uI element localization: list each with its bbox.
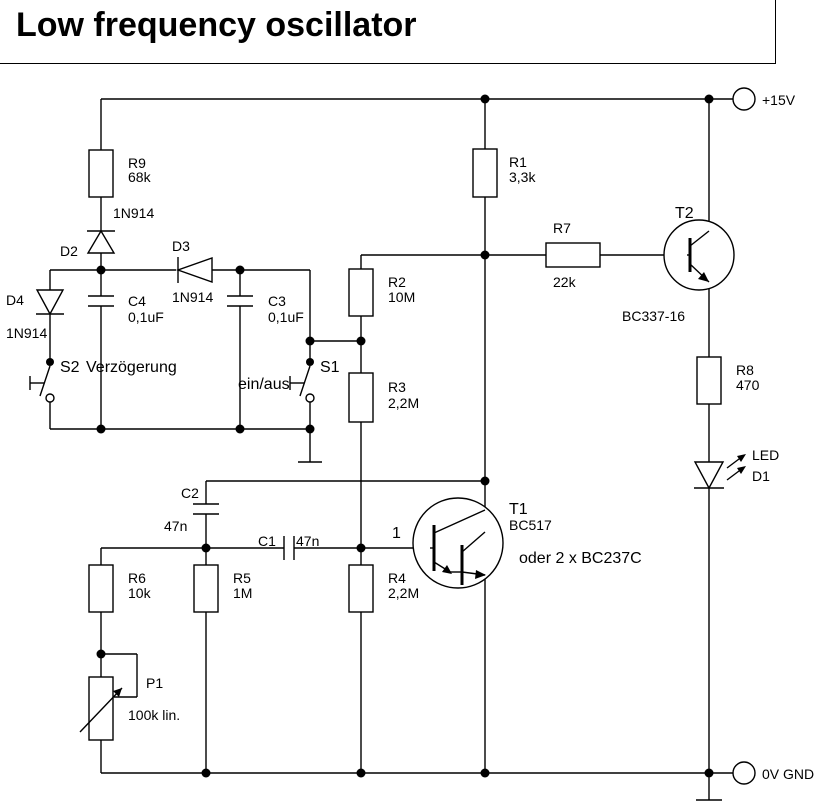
- resistor-r6: R6 10k: [88, 564, 152, 613]
- r3-ref: R3: [388, 379, 406, 395]
- r9-value: 68k: [128, 169, 152, 185]
- t2-type: BC337-16: [622, 308, 685, 324]
- c2-ref: C2: [181, 485, 199, 501]
- junction-dots: [96, 94, 714, 778]
- switch-s2: S2 Verzögerung: [29, 358, 177, 403]
- capacitor-c1: C1 47n: [258, 533, 319, 560]
- c1-value: 47n: [296, 533, 319, 549]
- potentiometer-p1: P1 100k lin.: [79, 675, 180, 741]
- capacitor-c3: C3 0,1uF: [227, 293, 304, 325]
- s1-label: ein/aus: [238, 376, 290, 393]
- s2-label: Verzögerung: [86, 359, 177, 376]
- t1-type: BC517: [509, 517, 552, 533]
- resistor-r3: R3 2,2M: [348, 372, 419, 423]
- led-d1: LED D1: [693, 447, 779, 490]
- r1-value: 3,3k: [509, 169, 536, 185]
- r3-value: 2,2M: [388, 395, 419, 411]
- resistor-r2: R2 10M: [348, 268, 415, 317]
- supply-label: +15V: [762, 92, 796, 108]
- resistor-r1: R1 3,3k: [472, 148, 536, 198]
- r7-ref: R7: [553, 220, 571, 236]
- c3-value: 0,1uF: [268, 309, 304, 325]
- c4-value: 0,1uF: [128, 309, 164, 325]
- c1-ref: C1: [258, 533, 276, 549]
- r6-value: 10k: [128, 585, 152, 601]
- resistor-r7: R7 22k: [545, 220, 601, 290]
- r5-ref: R5: [233, 570, 251, 586]
- r1-ref: R1: [509, 154, 527, 170]
- d4-ref: D4: [6, 292, 24, 308]
- r4-ref: R4: [388, 570, 406, 586]
- t2-ref: T2: [675, 205, 694, 222]
- p1-ref: P1: [146, 675, 163, 691]
- ground-terminal: 0V GND: [732, 761, 814, 785]
- diode-d4: D4 1N914: [6, 289, 65, 341]
- r4-value: 2,2M: [388, 585, 419, 601]
- led-ref: D1: [752, 468, 770, 484]
- t1-ref: T1: [509, 501, 528, 518]
- switch-s1: S1 ein/aus: [238, 358, 340, 403]
- r6-ref: R6: [128, 570, 146, 586]
- resistor-r5: R5 1M: [193, 564, 252, 613]
- supply-terminal: +15V: [732, 87, 796, 111]
- d2-ref: D2: [60, 243, 78, 259]
- r2-value: 10M: [388, 289, 415, 305]
- r8-value: 470: [736, 377, 760, 393]
- d2-type: 1N914: [113, 205, 154, 221]
- t1-alt: oder 2 x BC237C: [519, 550, 642, 567]
- r8-ref: R8: [736, 362, 754, 378]
- d4-type: 1N914: [6, 325, 47, 341]
- s1-ref: S1: [320, 359, 340, 376]
- ground-label: 0V GND: [762, 766, 814, 782]
- r5-value: 1M: [233, 585, 252, 601]
- t1-pin: 1: [392, 525, 401, 542]
- page-title: Low frequency oscillator: [16, 6, 417, 44]
- r2-ref: R2: [388, 274, 406, 290]
- d3-type: 1N914: [172, 289, 213, 305]
- resistor-r8: R8 470: [696, 356, 760, 405]
- resistor-r9: R9 68k: [88, 149, 152, 198]
- transistor-t2: T2 BC337-16: [622, 205, 735, 324]
- diode-d2: D2 1N914: [60, 205, 154, 259]
- capacitor-c4: C4 0,1uF: [88, 293, 164, 325]
- capacitor-c2: C2 47n: [164, 485, 219, 534]
- c2-value: 47n: [164, 518, 187, 534]
- resistor-r4: R4 2,2M: [348, 564, 419, 613]
- led-label: LED: [752, 447, 779, 463]
- s2-ref: S2: [60, 359, 80, 376]
- c4-ref: C4: [128, 293, 146, 309]
- d3-ref: D3: [172, 238, 190, 254]
- r9-ref: R9: [128, 155, 146, 171]
- p1-value: 100k lin.: [128, 707, 180, 723]
- r7-value: 22k: [553, 274, 577, 290]
- transistor-t1: 1 T1 BC517 oder 2 x BC237C: [392, 497, 642, 589]
- diode-d3: D3 1N914: [172, 238, 213, 305]
- title-box: Low frequency oscillator: [0, 0, 776, 64]
- c3-ref: C3: [268, 293, 286, 309]
